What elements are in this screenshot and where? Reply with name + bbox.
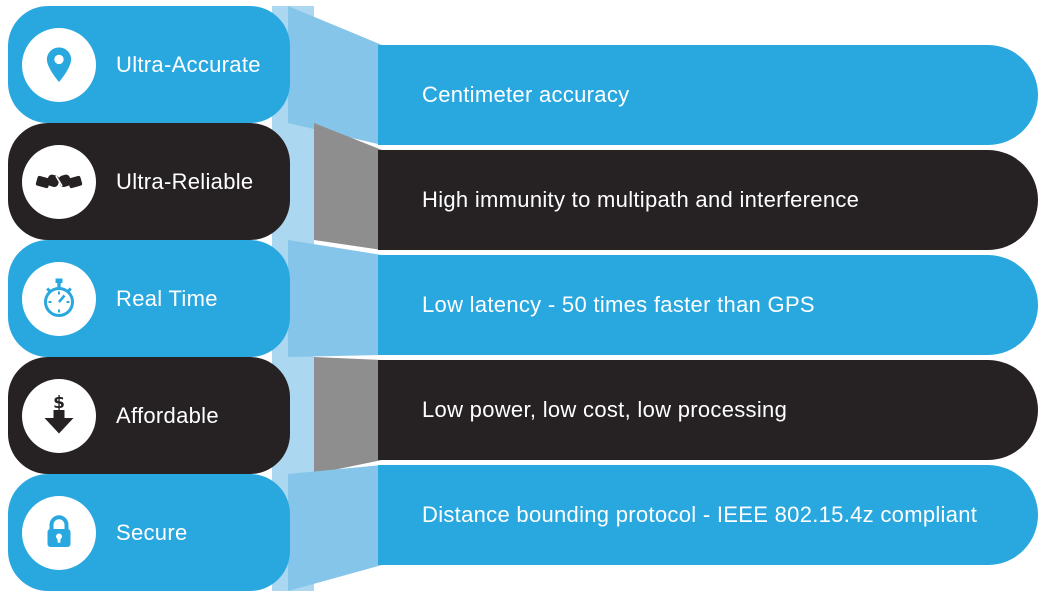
svg-text:$: $	[53, 393, 65, 413]
feature-pill-ultra-reliable: Ultra-Reliable	[8, 123, 290, 240]
feature-label: Affordable	[116, 402, 219, 428]
feature-pill-real-time: Real Time	[8, 240, 290, 357]
lock-icon	[22, 495, 96, 570]
connector-ribbon	[288, 240, 382, 357]
feature-description-bar: High immunity to multipath and interfere…	[378, 150, 1038, 250]
feature-label: Secure	[116, 519, 188, 545]
feature-description-bar: Low latency - 50 times faster than GPS	[378, 255, 1038, 355]
feature-description-bar: Distance bounding protocol - IEEE 802.15…	[378, 465, 1038, 565]
connector-ribbon	[314, 357, 382, 474]
stopwatch-icon	[22, 261, 96, 336]
connector-ribbon	[288, 465, 382, 591]
feature-pill-secure: Secure	[8, 474, 290, 591]
feature-description-bar: Low power, low cost, low processing	[378, 360, 1038, 460]
feature-description: Low power, low cost, low processing	[422, 397, 788, 422]
feature-description: Low latency - 50 times faster than GPS	[422, 292, 815, 317]
feature-description-bar: Centimeter accuracy	[378, 45, 1038, 145]
location-pin-icon	[22, 27, 96, 102]
feature-description: Centimeter accuracy	[422, 82, 630, 107]
connector-ribbons	[288, 6, 382, 591]
feature-description: High immunity to multipath and interfere…	[422, 187, 860, 212]
feature-label: Real Time	[116, 285, 218, 311]
dollar-down-arrow-icon: $	[22, 378, 96, 453]
feature-label: Ultra-Accurate	[116, 51, 261, 77]
connector-ribbon	[314, 123, 382, 250]
feature-pill-affordable: $ Affordable	[8, 357, 290, 474]
feature-pill-ultra-accurate: Ultra-Accurate	[8, 6, 290, 123]
handshake-icon	[22, 144, 96, 219]
feature-label: Ultra-Reliable	[116, 168, 254, 194]
connector-ribbon	[288, 6, 382, 145]
feature-description: Distance bounding protocol - IEEE 802.15…	[422, 502, 978, 527]
